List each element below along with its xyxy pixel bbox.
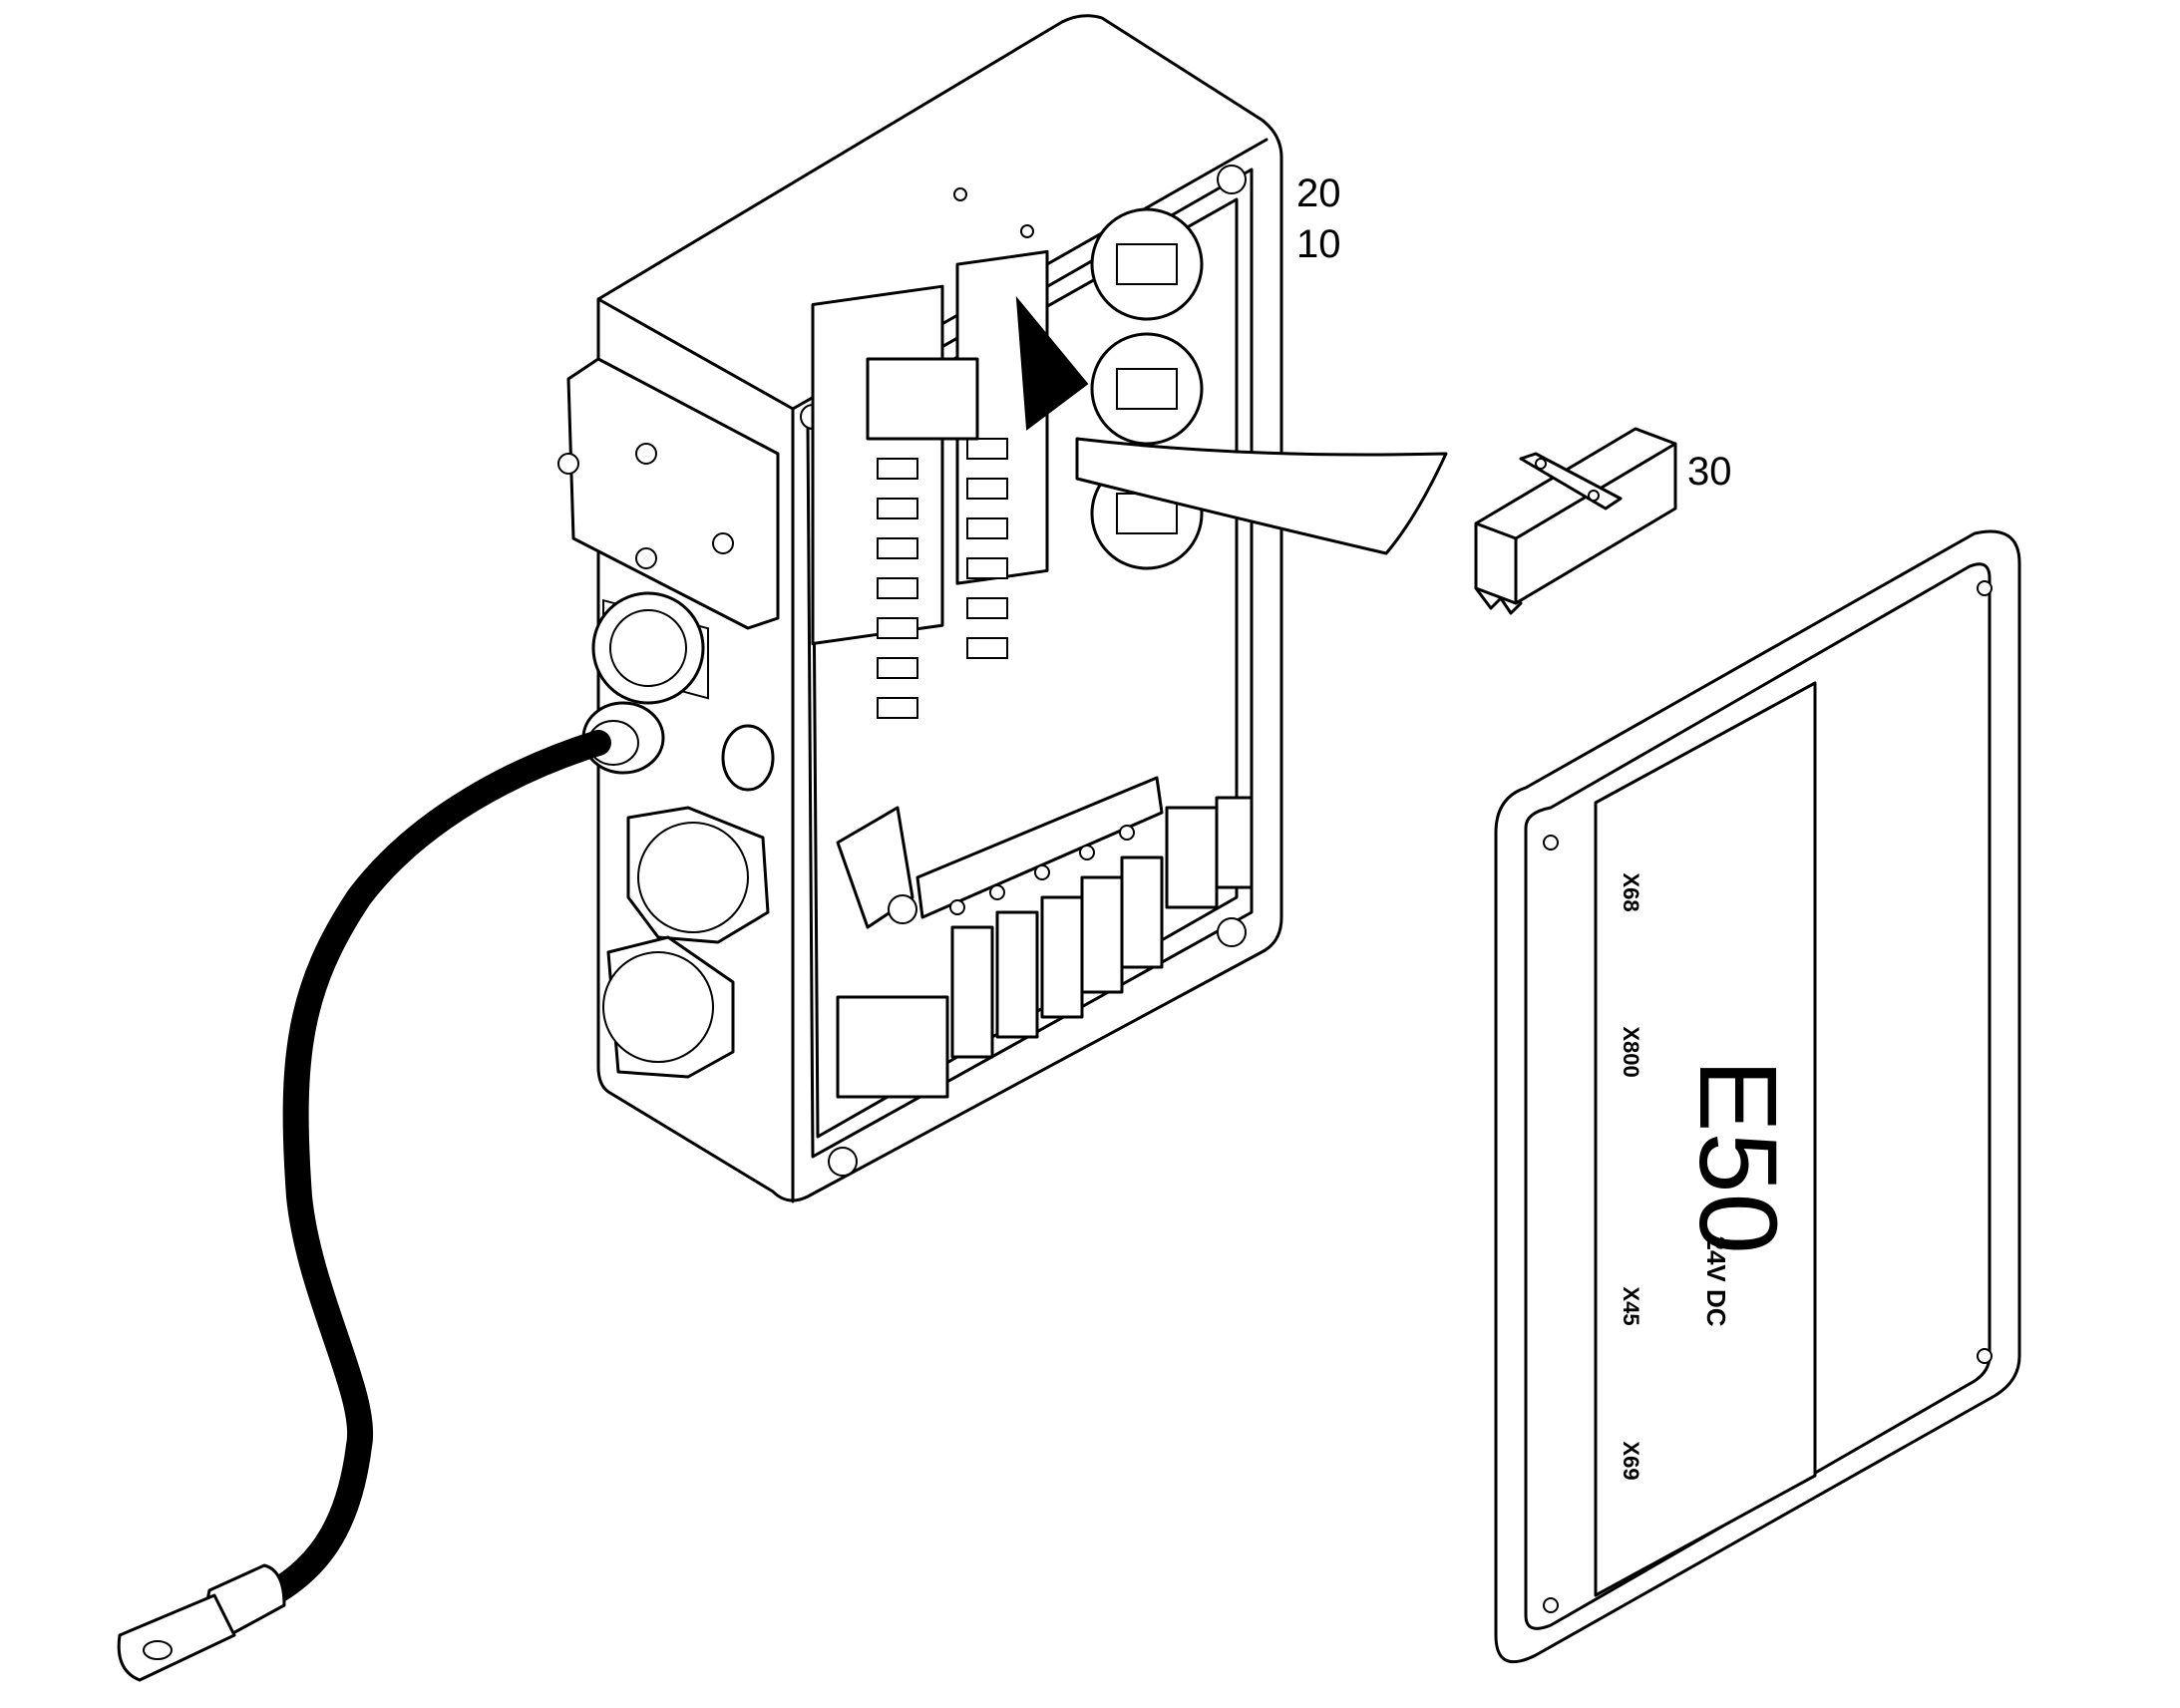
bottom-relays [836, 796, 1254, 1099]
cover-panel: E50 24V DC X68 X800 X45 X69 [1494, 529, 2021, 1664]
part-30-module [1474, 427, 1677, 615]
voltage-label: 24V DC [1701, 1235, 1731, 1326]
module-code-label: E50 [1676, 1059, 1799, 1254]
side-connectors [557, 357, 780, 1079]
round-relays [1090, 207, 1204, 570]
ground-cable [117, 730, 611, 1682]
internal-circuit-board [811, 197, 1254, 1139]
connector-label-x45: X45 [1619, 1286, 1643, 1325]
callout-30: 30 [1687, 450, 1732, 494]
callout-pointer [1015, 295, 1448, 555]
fuse-holders [877, 438, 1008, 719]
connector-label-x800: X800 [1619, 1026, 1643, 1077]
connector-label-x68: X68 [1619, 872, 1643, 911]
connector-label-x69: X69 [1619, 1441, 1643, 1480]
callout-10: 10 [1296, 222, 1341, 266]
callout-20: 20 [1296, 171, 1341, 215]
